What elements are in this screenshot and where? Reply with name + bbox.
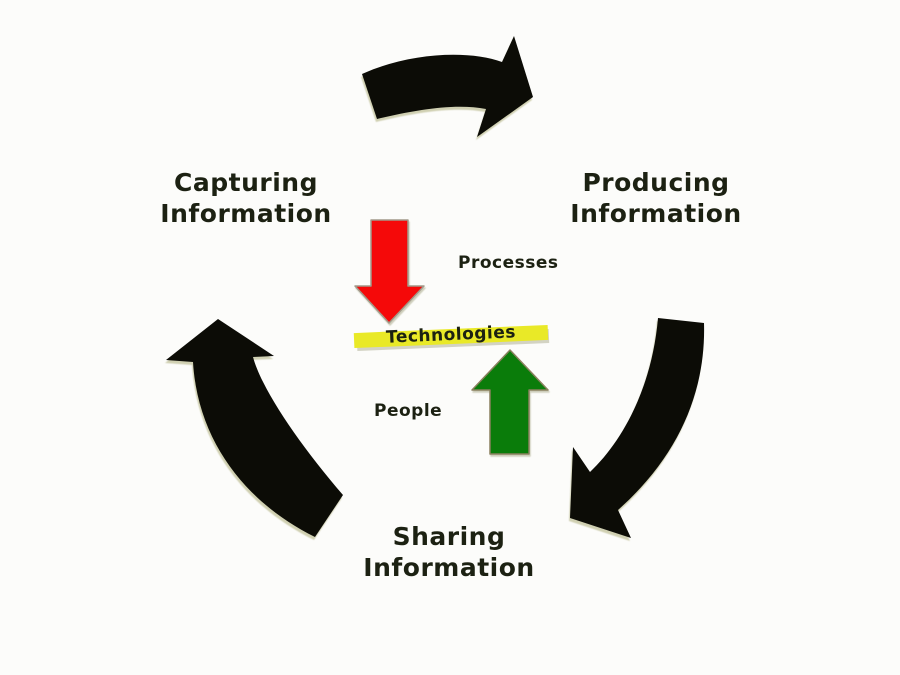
processes-down-arrow-icon [354,219,425,324]
cycle-arrow-right-icon [570,318,705,538]
cycle-arrow-top-icon [362,36,533,137]
people-label: People [374,401,443,421]
people-up-arrow-icon [471,349,549,455]
sharing-information-label: Sharing Information [363,522,535,582]
processes-label: Processes [458,253,559,273]
producing-information-label: Producing Information [570,168,742,228]
capturing-information-label: Capturing Information [160,168,332,228]
cycle-arrow-left-icon [166,319,343,537]
technologies-highlight-bar [353,324,549,349]
